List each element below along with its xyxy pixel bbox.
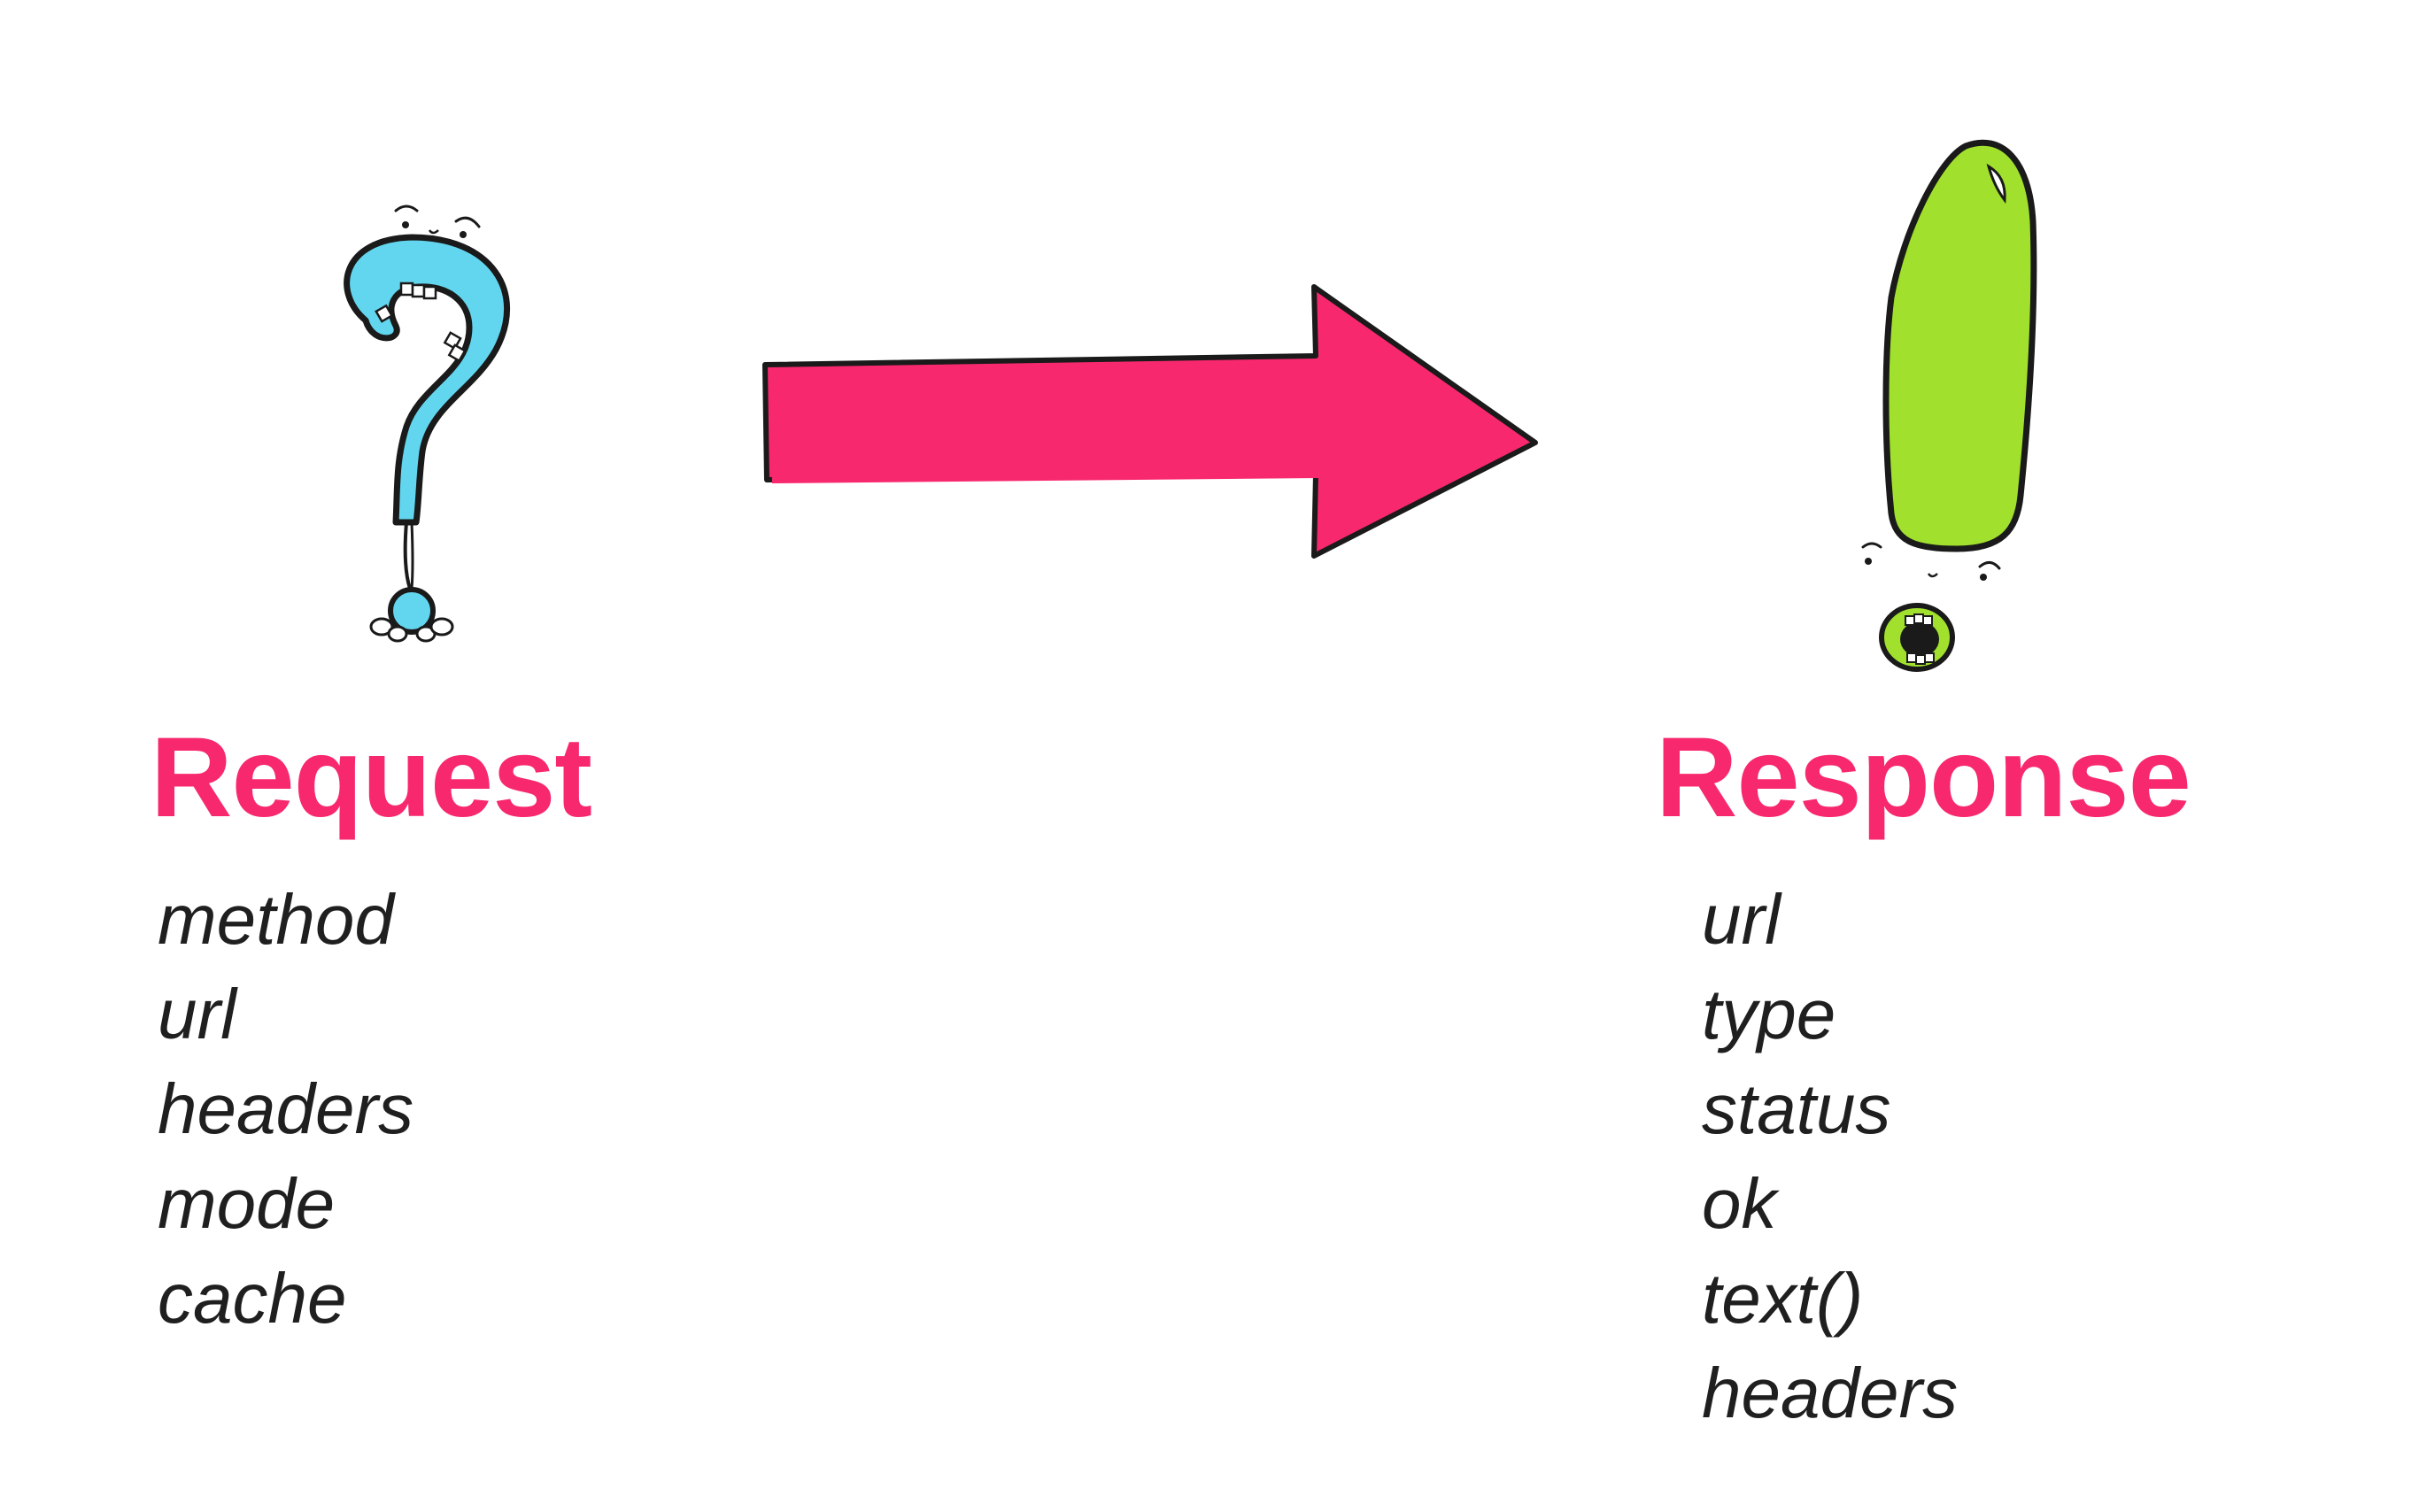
response-property: status [1702,1069,1891,1148]
response-property: type [1702,975,1836,1053]
response-property: url [1702,880,1781,959]
exclamation-mark-character-icon [1861,139,2037,672]
request-properties-list: method url headers mode cache [158,872,413,1346]
right-arrow-icon [762,284,1538,559]
question-mark-character-icon [344,204,511,643]
request-title: Request [151,714,592,841]
response-property: ok [1702,1164,1777,1243]
request-property: mode [158,1164,336,1243]
response-property: headers [1702,1354,1959,1432]
request-property: method [158,880,394,959]
request-property: url [158,975,236,1053]
request-property: headers [158,1069,414,1148]
request-property: cache [158,1259,347,1338]
response-properties-list: url type status ok text() headers [1702,872,1958,1440]
response-property: text() [1702,1259,1864,1338]
response-title: Response [1656,714,2191,841]
